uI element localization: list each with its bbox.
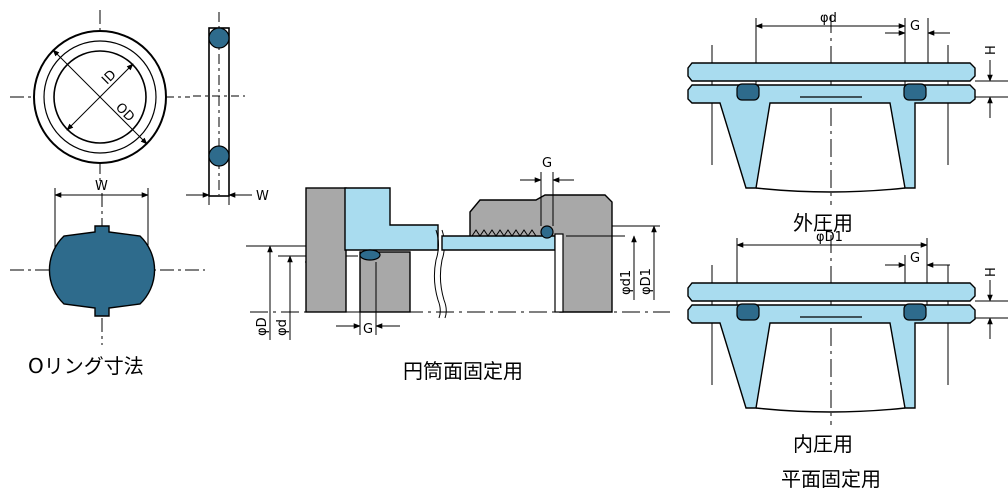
oring-front-view: ID OD (10, 10, 190, 185)
oring-w-side-label: W (256, 189, 269, 204)
cylinder-phi-d-label: φd (275, 319, 290, 336)
oring-caption: Oリング寸法 (28, 354, 144, 378)
outer-oring-left (736, 83, 760, 101)
inner-oring-left (736, 303, 760, 321)
cylinder-phi-d1-label: φd1 (619, 270, 634, 295)
inner-g-label: G (910, 251, 920, 266)
cylinder-phi-D-label: φD (255, 317, 270, 336)
outer-oring-right (903, 83, 927, 101)
cylinder-g-top-label: G (542, 156, 552, 171)
cylinder-oring-right (540, 225, 554, 239)
flat-caption: 平面固定用 (781, 467, 881, 491)
oring-side-view: W (186, 12, 269, 205)
oring-w-top-label: W (95, 179, 108, 194)
outer-g-label: G (910, 19, 920, 34)
outer-h-label: H (984, 45, 999, 55)
oring-cross-section: W (10, 179, 205, 345)
outer-phi-d-label: φd (820, 11, 837, 26)
flat-inner-pressure-drawing: φD1 G H (687, 230, 1008, 425)
cylinder-oring-left (359, 249, 381, 261)
oring-section-bottom (208, 145, 230, 167)
cylinder-mount-drawing: φD φd G G φd1 φD1 (246, 156, 670, 340)
cylinder-g-bottom-label: G (363, 322, 373, 337)
cylinder-caption: 円筒面固定用 (403, 359, 523, 383)
inner-h-label: H (984, 267, 999, 277)
inner-phi-D1-label: φD1 (816, 230, 843, 245)
inner-oring-right (903, 303, 927, 321)
outer-pressure-caption: 外圧用 (793, 211, 853, 235)
flat-outer-pressure-drawing: φd G H (687, 11, 1008, 205)
cylinder-housing-left (305, 187, 347, 313)
oring-section-top (208, 27, 230, 49)
inner-pressure-caption: 内圧用 (793, 432, 853, 456)
cylinder-housing-lower (359, 251, 411, 313)
cylinder-flange (344, 187, 439, 251)
cylinder-phi-D1-label: φD1 (639, 268, 654, 295)
